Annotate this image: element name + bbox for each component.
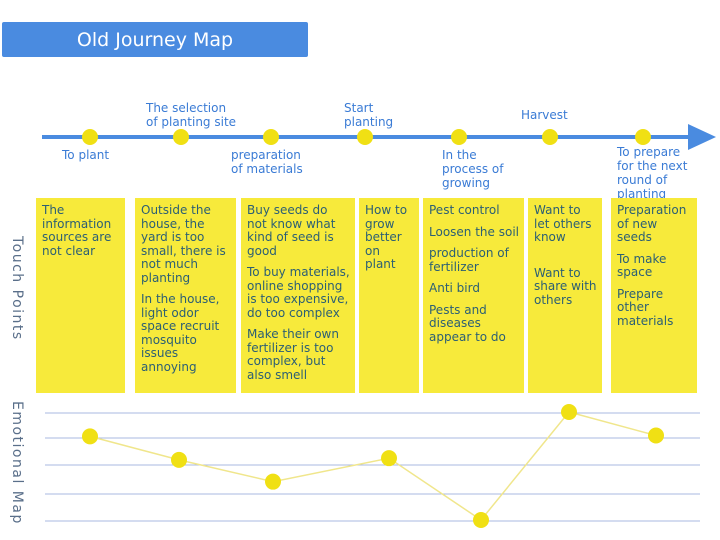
touch-point-text: Make their own fertilizer is too complex… [247, 327, 339, 382]
touch-point-text: production of fertilizer [429, 246, 509, 274]
stage-label: The selection of planting site [146, 101, 237, 129]
stage-marker [635, 129, 651, 145]
emotion-point [648, 427, 664, 444]
touch-point-text: In the house, light odor space recruit m… [141, 292, 220, 374]
emotion-points [82, 404, 664, 528]
touch-point-text: Pest control [429, 203, 500, 217]
timeline [42, 124, 716, 150]
touch-point-text: Outside the house, the yard is too small… [141, 203, 226, 285]
stage-marker [173, 129, 189, 145]
touch-point-text: How to grow better on plant [365, 203, 408, 271]
emotion-point [473, 512, 489, 528]
emotion-point [82, 428, 98, 445]
touch-point-card: Pest control Loosen the soil production … [423, 198, 524, 393]
touch-point-text: Loosen the soil [429, 224, 519, 239]
touch-point-text: To make space [617, 251, 667, 279]
touch-point-text: Buy seeds do not know what kind of seed … [247, 203, 336, 258]
touch-point-card: Preparation of new seeds To make space P… [611, 198, 697, 393]
stage-marker [357, 129, 373, 145]
stage-label: Start planting [344, 101, 394, 129]
touch-point-card: The information sources are not clear [36, 198, 125, 393]
stage-label: In the process of growing [442, 148, 504, 190]
touch-point-card: Want to let others know Want to share wi… [528, 198, 602, 393]
touch-point-text: Prepare other materials [617, 286, 674, 328]
stage-label: To plant [62, 148, 110, 162]
page-title: Old Journey Map [76, 28, 234, 51]
touch-point-text: Want to let others know [534, 203, 592, 244]
stage-marker [263, 129, 279, 145]
stage-label: To prepare for the next round of plantin… [617, 145, 688, 201]
touch-point-text: The information sources are not clear [42, 203, 112, 258]
touch-point-text: Want to share with others [534, 265, 597, 307]
touch-point-text: Pests and diseases appear to do [429, 302, 506, 344]
stage-label: Harvest [521, 108, 568, 122]
timeline-arrowhead [688, 124, 716, 150]
stage-marker [542, 129, 558, 145]
title-banner: Old Journey Map [2, 22, 308, 57]
stage-marker [82, 129, 98, 145]
stage-marker [451, 129, 467, 145]
touch-point-text: Anti bird [429, 281, 480, 295]
touch-point-card: How to grow better on plant [359, 198, 419, 393]
stage-label: preparation of materials [231, 148, 303, 176]
emotion-point [561, 404, 577, 420]
emotion-point [381, 450, 397, 467]
touch-point-card: Buy seeds do not know what kind of seed … [241, 198, 355, 393]
touch-point-text: To buy materials, online shopping is too… [247, 265, 350, 320]
touch-point-text: Preparation of new seeds [617, 203, 687, 244]
touch-point-card: Outside the house, the yard is too small… [135, 198, 236, 393]
emotion-point [171, 451, 187, 468]
emotion-point [265, 473, 281, 490]
emotional-map-grid [45, 412, 700, 522]
